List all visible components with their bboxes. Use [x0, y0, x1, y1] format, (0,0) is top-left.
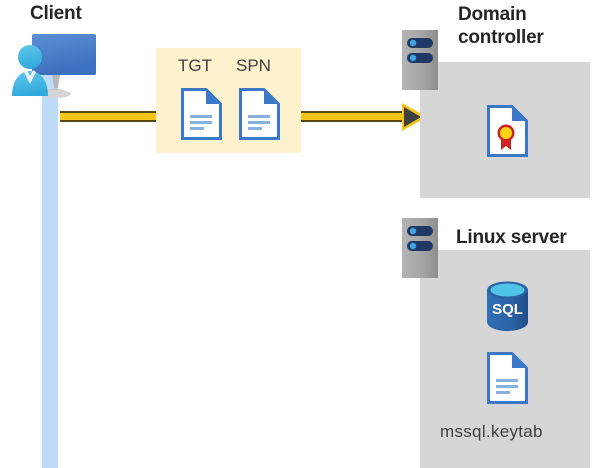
linux-server-rack-icon — [402, 218, 438, 278]
keytab-filename-label: mssql.keytab — [440, 422, 543, 441]
user-with-monitor-icon — [8, 28, 100, 100]
tgt-label: TGT — [178, 56, 212, 75]
sql-database-icon: SQL — [484, 280, 531, 332]
message-flow-line-left — [60, 111, 156, 122]
client-lifeline — [42, 70, 58, 468]
tgt-document-icon — [181, 88, 222, 140]
linux-server-title: Linux server — [456, 227, 567, 248]
spn-label: SPN — [236, 56, 271, 75]
sql-icon-text: SQL — [492, 301, 523, 318]
certificate-document-icon — [487, 105, 528, 157]
keytab-document-icon — [487, 352, 528, 404]
spn-document-icon — [239, 88, 280, 140]
domain-controller-server-rack-icon — [402, 30, 438, 90]
domain-controller-title: Domain controller — [458, 4, 544, 48]
client-title: Client — [30, 3, 82, 24]
message-flow-line-right — [301, 111, 405, 122]
